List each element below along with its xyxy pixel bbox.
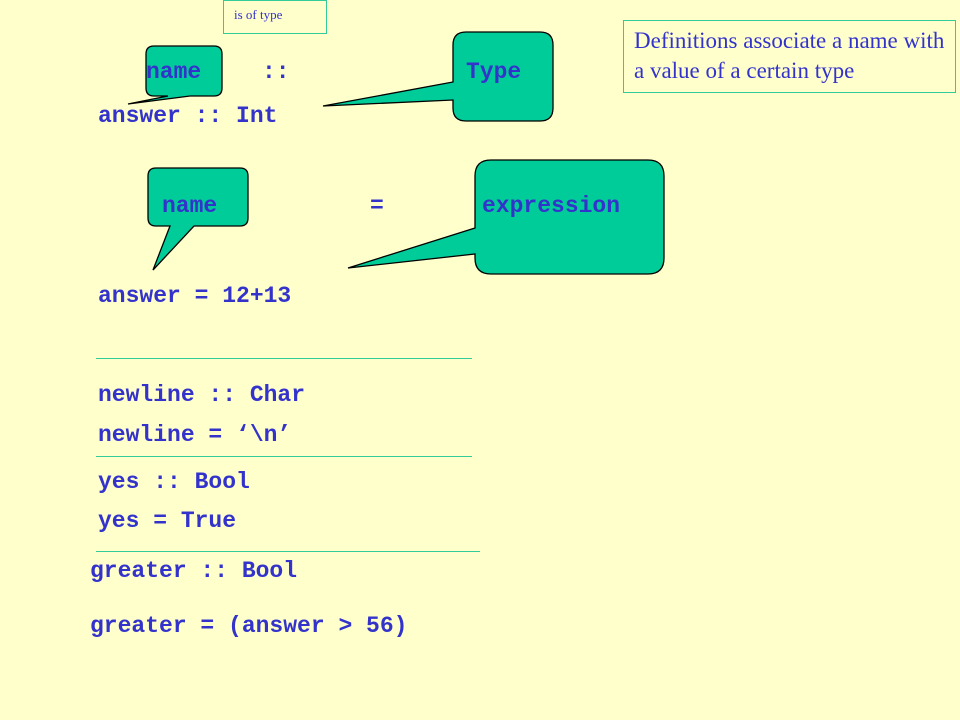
answer-type-line: answer :: Int — [98, 103, 278, 129]
divider-1 — [96, 358, 472, 359]
yes-value-line: yes = True — [98, 508, 237, 534]
type-bubble — [322, 31, 554, 122]
expression-bubble — [347, 159, 665, 275]
newline-value-line: newline = ‘\n’ — [98, 422, 292, 448]
type-name-label: name — [146, 59, 202, 85]
name-value-bubble — [147, 167, 249, 271]
yes-type-line: yes :: Bool — [98, 469, 250, 495]
divider-2 — [96, 456, 472, 457]
value-name-label: name — [162, 193, 218, 219]
greater-value-line: greater = (answer > 56) — [90, 613, 408, 639]
is-of-type-label: is of type — [223, 0, 327, 34]
divider-3 — [96, 551, 480, 552]
newline-type-line: newline :: Char — [98, 382, 306, 408]
type-type-label: Type — [466, 59, 522, 85]
definition-note: Definitions associate a name with a valu… — [623, 20, 956, 93]
answer-value-line: answer = 12+13 — [98, 283, 292, 309]
type-separator-label: :: — [262, 59, 290, 85]
greater-type-line: greater :: Bool — [90, 558, 298, 584]
value-equals-label: = — [370, 193, 384, 219]
value-expression-label: expression — [482, 193, 621, 219]
name-type-bubble — [127, 45, 223, 105]
